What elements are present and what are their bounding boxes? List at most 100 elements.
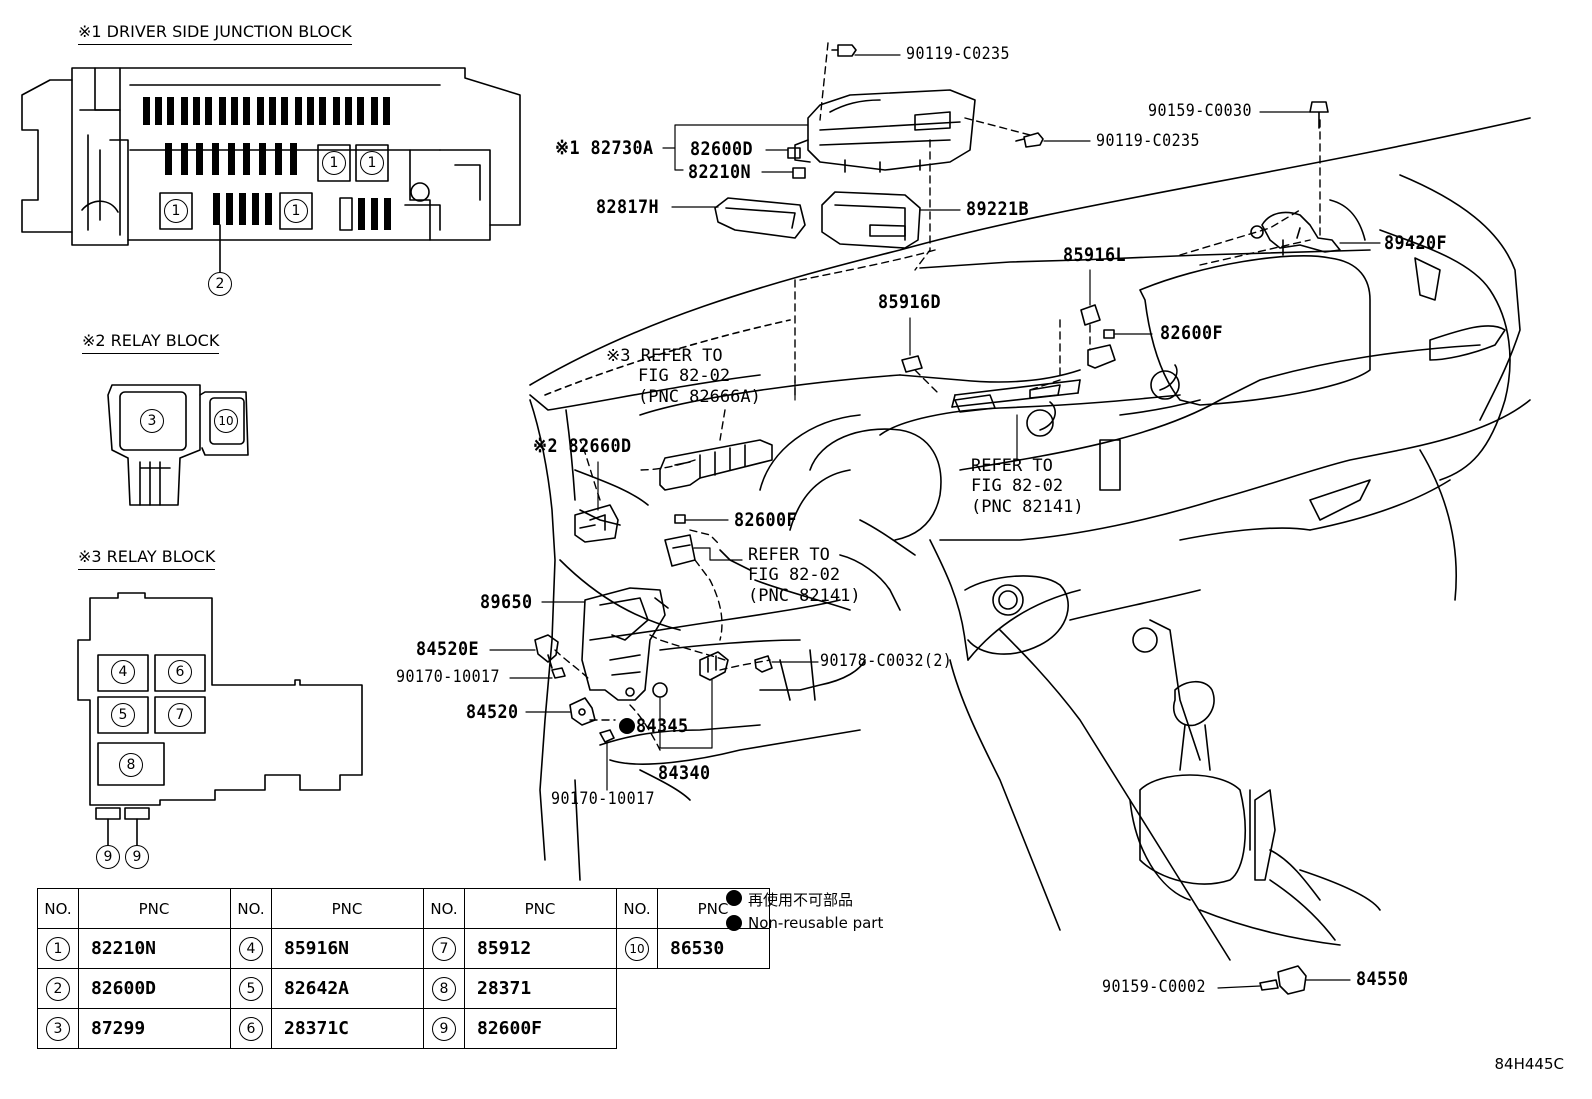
part-label-82660D: ※2 82660D [533,435,632,457]
cell-no: 2 [37,968,79,1009]
table-row: 2 82600D 5 82642A 8 28371 [37,968,770,1009]
refer-line: REFER TO [748,545,830,565]
part-label-82600D: 82600D [690,138,754,160]
section-title-driver-junction-block: ※1 DRIVER SIDE JUNCTION BLOCK [78,22,352,45]
cell-pnc: 82642A [271,968,424,1009]
cell-pnc: 82210N [78,928,231,969]
refer-line: FIG 82-02 [638,366,731,387]
cell-no: 4 [230,928,272,969]
header-pnc: PNC [78,888,231,929]
part-label-90170-10017: 90170-10017 [396,667,500,687]
callout-9: 9 [96,845,120,869]
cell-pnc: 28371C [271,1008,424,1049]
relay-block-3-drawing [77,592,363,846]
refer-line: REFER TO [971,456,1053,476]
header-no: NO. [616,888,658,929]
callout-7: 7 [432,936,456,961]
part-label-89420F: 89420F [1384,232,1448,254]
refer-line: (PNC 82666A) [638,386,761,407]
part-label-90178-C0032: 90178-C0032(2) [820,651,953,671]
part-label-89221B: 89221B [966,198,1030,220]
cell-no: 6 [230,1008,272,1049]
callout-2: 2 [46,976,70,1001]
legend-non-reusable-en: Non-reusable part [748,914,884,932]
refer-note-82141: REFER TO FIG 82-02 (PNC 82141) [748,545,861,606]
callout-6: 6 [168,660,192,684]
section-title-relay-block-2: ※2 RELAY BLOCK [82,331,220,354]
cell-pnc: 85916N [271,928,424,969]
callout-8: 8 [432,976,456,1001]
refer-line: FIG 82-02 [748,565,841,586]
figure-code: 84H445C [1494,1055,1564,1073]
cell-pnc: 85912 [464,928,617,969]
callout-3: 3 [140,409,164,433]
callout-8: 8 [119,753,143,777]
part-label-84520E: 84520E [416,638,480,660]
part-label-90159-C0002: 90159-C0002 [1102,977,1206,997]
callout-1: 1 [164,199,188,223]
part-label-84345: 84345 [636,715,689,737]
refer-note-82666A: ※3 REFER TO FIG 82-02 (PNC 82666A) [606,346,761,407]
header-pnc: PNC [464,888,617,929]
part-label-82600F: 82600F [1160,322,1224,344]
table-row: 1 82210N 4 85916N 7 85912 10 86530 [37,928,770,969]
part-label-90159-C0030: 90159-C0030 [1148,101,1252,121]
header-no: NO. [423,888,465,929]
part-label-84520: 84520 [466,701,519,723]
part-label-85916D: 85916D [878,291,942,313]
part-label-90170-10017: 90170-10017 [551,789,655,809]
cell-no: 9 [423,1008,465,1049]
header-no: NO. [37,888,79,929]
part-label-85916L: 85916L [1063,244,1127,266]
callout-5: 5 [239,976,263,1001]
table-header-row: NO. PNC NO. PNC NO. PNC NO. PNC [37,888,770,929]
cell-no: 5 [230,968,272,1009]
part-label-82600F: 82600F [734,509,798,531]
callout-10: 10 [625,936,649,961]
parts [534,44,1341,995]
part-label-90119-C0235: 90119-C0235 [906,44,1010,64]
relay-block-2-drawing [107,384,249,506]
cell-pnc: 87299 [78,1008,231,1049]
cell-no: 8 [423,968,465,1009]
cell-no: 7 [423,928,465,969]
callout-1: 1 [284,199,308,223]
legend-non-reusable-jp: 再使用不可部品 [748,891,854,909]
cell-no: 3 [37,1008,79,1049]
empty-cell [658,969,770,1009]
empty-cell [658,1009,770,1049]
section-title-relay-block-3: ※3 RELAY BLOCK [78,547,216,570]
callout-1: 1 [360,151,384,175]
callout-1: 1 [46,936,70,961]
junction-block-fuses [143,97,391,230]
junction-block-drawing [21,67,521,246]
table-row: 3 87299 6 28371C 9 82600F [37,1008,770,1049]
callout-3: 3 [46,1016,70,1041]
cell-pnc: 28371 [464,968,617,1009]
refer-line: ※3 REFER TO [606,346,723,366]
pnc-table: NO. PNC NO. PNC NO. PNC NO. PNC 1 82210N… [37,888,770,1049]
callout-9: 9 [432,1016,456,1041]
refer-line: (PNC 82141) [971,496,1084,517]
refer-line: FIG 82-02 [971,476,1064,497]
part-label-82817H: 82817H [596,196,660,218]
cell-no: 1 [37,928,79,969]
refer-line: (PNC 82141) [748,585,861,606]
header-no: NO. [230,888,272,929]
callout-10: 10 [214,409,238,433]
callout-5: 5 [111,703,135,727]
part-label-84550: 84550 [1356,968,1409,990]
junction-block-relays [159,144,389,273]
callout-1: 1 [322,151,346,175]
refer-note-82141: REFER TO FIG 82-02 (PNC 82141) [971,456,1084,517]
part-label-82730A: ※1 82730A [555,137,654,159]
part-label-90119-C0235: 90119-C0235 [1096,131,1200,151]
empty-cell [617,969,658,1009]
cell-pnc: 82600F [464,1008,617,1049]
dashboard-outline [529,117,1531,961]
header-pnc: PNC [271,888,424,929]
callout-4: 4 [239,936,263,961]
callout-7: 7 [168,703,192,727]
cell-no: 10 [616,928,658,969]
